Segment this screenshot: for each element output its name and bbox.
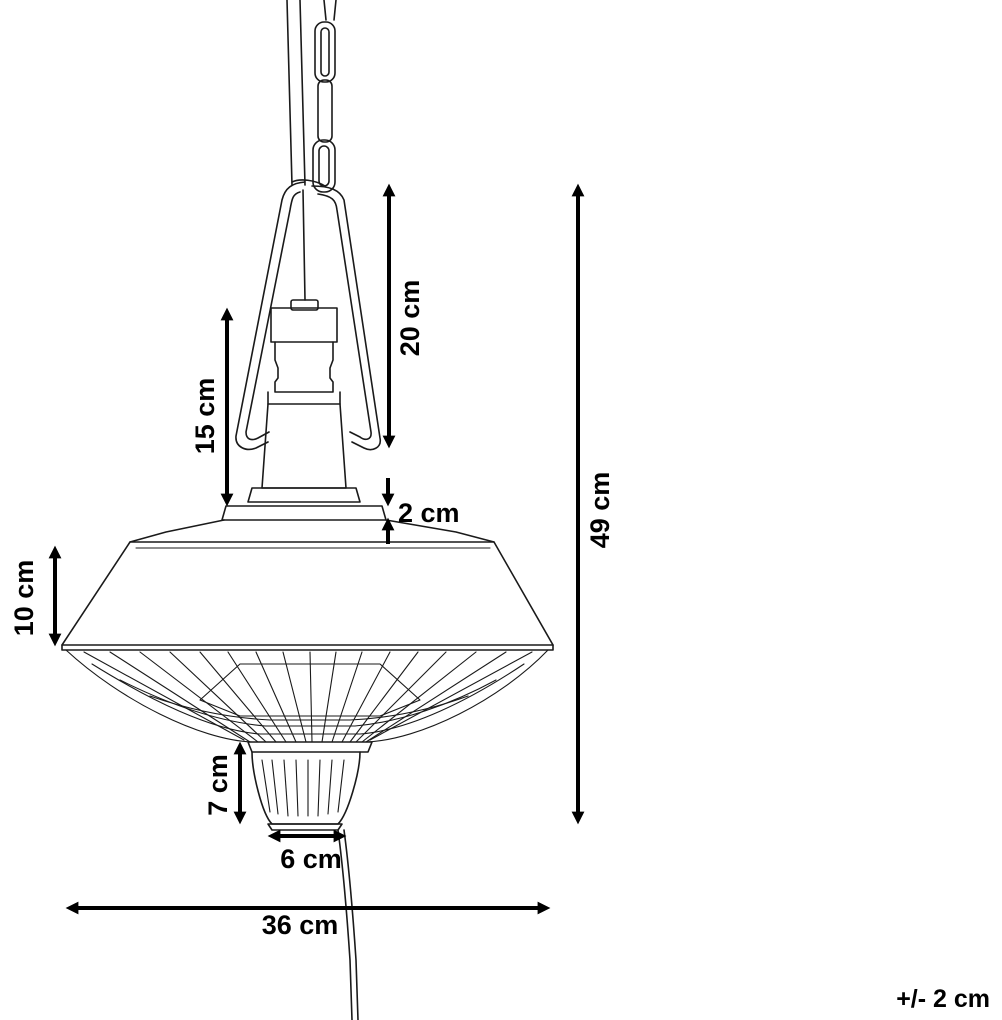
label-neck-height: 15 cm [190, 378, 220, 455]
hanging-bracket [235, 179, 382, 451]
heater-neck [221, 299, 387, 521]
label-shade-height: 10 cm [9, 560, 39, 637]
label-total-height: 49 cm [585, 472, 615, 549]
heating-grille [65, 649, 549, 743]
chain [312, 0, 337, 193]
suspension-cord [286, 0, 306, 301]
hanging-heater-illustration [61, 0, 554, 1020]
dimension-labels: 49 cm 20 cm 15 cm 2 cm 10 cm 7 cm 6 cm 3… [9, 280, 615, 940]
tolerance-note: +/- 2 cm [896, 985, 990, 1013]
label-cap-height: 7 cm [203, 754, 233, 816]
bottom-cap [247, 741, 373, 831]
label-cap-width: 6 cm [280, 844, 342, 874]
heater-shade [61, 519, 554, 651]
label-collar-height: 2 cm [398, 498, 460, 528]
dimension-lines [48, 183, 585, 915]
label-shade-width: 36 cm [262, 910, 339, 940]
label-bracket-height: 20 cm [395, 280, 425, 357]
